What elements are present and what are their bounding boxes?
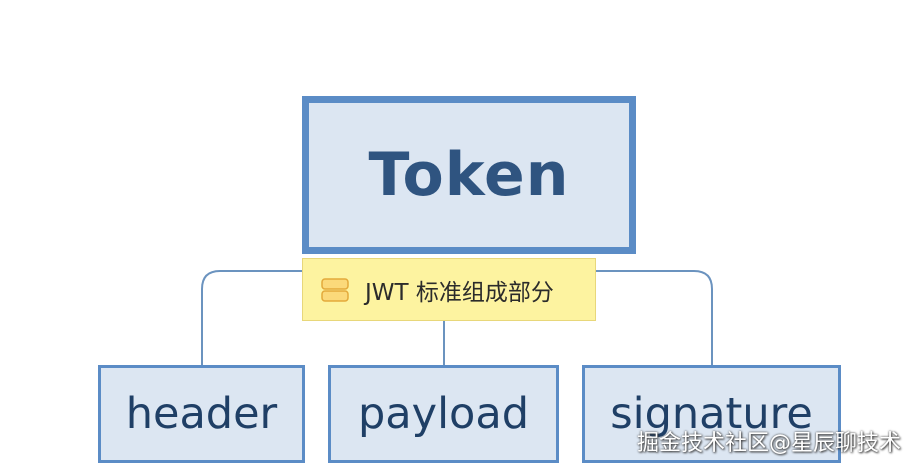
connector-to-signature — [596, 270, 713, 365]
root-node-label: Token — [368, 140, 570, 210]
watermark: 掘金技术社区@星辰聊技术 — [636, 431, 901, 456]
child-node-signature[interactable]: signature — [582, 365, 841, 463]
connector-to-header — [201, 270, 302, 365]
child-node-header[interactable]: header — [98, 365, 305, 463]
child-node-label: signature — [610, 389, 813, 439]
note-jwt-parts[interactable]: JWT 标准组成部分 — [302, 258, 596, 321]
child-node-payload[interactable]: payload — [328, 365, 559, 463]
child-node-label: payload — [358, 389, 529, 439]
root-node-token[interactable]: Token — [302, 96, 636, 254]
child-node-label: header — [125, 389, 278, 439]
note-label: JWT 标准组成部分 — [365, 279, 554, 306]
note-icon — [321, 277, 349, 302]
